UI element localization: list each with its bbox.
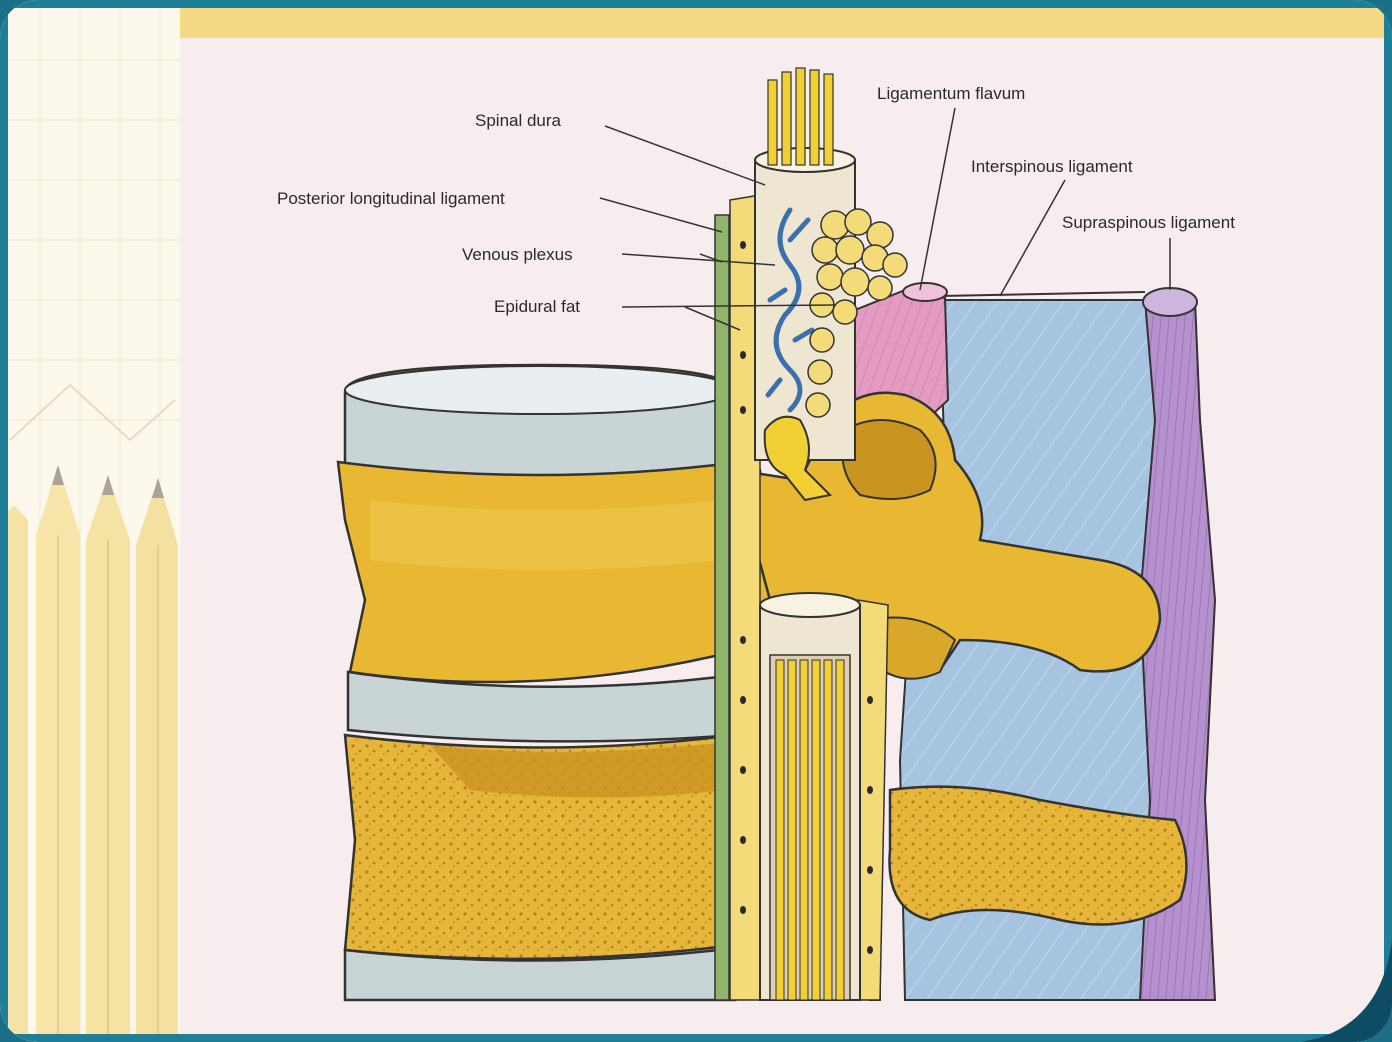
label-spinal-dura: Spinal dura xyxy=(475,111,562,130)
facet-joint xyxy=(842,420,935,499)
upper-vertebral-body xyxy=(338,462,770,682)
label-posterior-longitudinal-ligament: Posterior longitudinal ligament xyxy=(277,189,505,208)
supraspinous-ligament-end xyxy=(1143,288,1197,316)
label-venous-plexus: Venous plexus xyxy=(462,245,573,264)
label-supraspinous-ligament: Supraspinous ligament xyxy=(1062,213,1235,232)
lower-disc xyxy=(348,672,735,741)
posterior-longitudinal-ligament-strip xyxy=(715,215,729,1000)
label-ligamentum-flavum: Ligamentum flavum xyxy=(877,84,1025,103)
epidural-fat-back xyxy=(858,600,888,1000)
label-epidural-fat: Epidural fat xyxy=(494,297,580,316)
label-interspinous-ligament: Interspinous ligament xyxy=(971,157,1133,176)
